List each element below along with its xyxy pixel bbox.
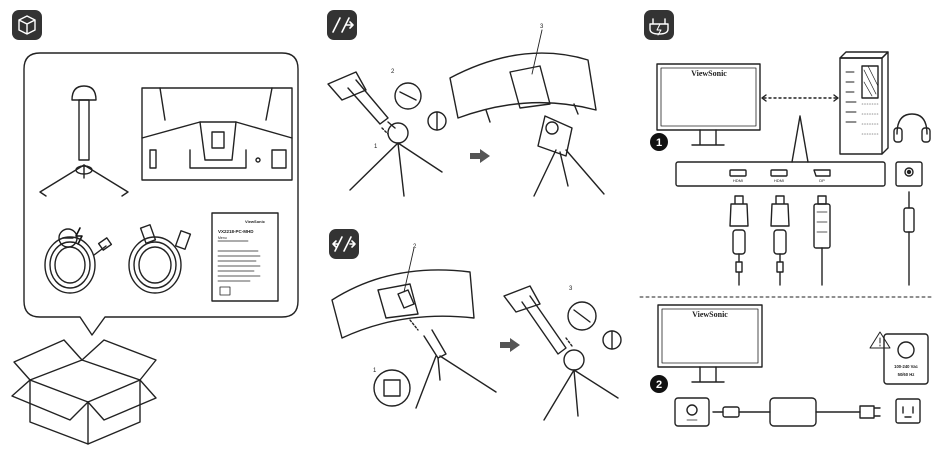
- power-monitor-front: [657, 304, 763, 383]
- connect-dashed-link: [761, 94, 839, 102]
- power-adapter-illustration: [674, 397, 881, 427]
- remove-step-3-label: 3: [569, 286, 573, 292]
- remove-step-2-label: 2: [413, 244, 417, 250]
- monitor-back-illustration: [141, 87, 293, 181]
- stand-illustration: [39, 85, 129, 197]
- headphones-illustration: [893, 113, 931, 143]
- port-label-dp: DP: [819, 178, 825, 183]
- contents-callout: [23, 52, 299, 336]
- power-plug-icon: [644, 10, 674, 40]
- open-box-illustration: [11, 339, 157, 445]
- power-spec-card: [869, 331, 929, 385]
- monitor-brand-bottom: ViewSonic: [692, 310, 728, 319]
- step-badge-1: 1: [650, 133, 668, 151]
- monitor-brand-top: ViewSonic: [691, 69, 727, 78]
- package-icon: [12, 10, 42, 40]
- install-step-monitor: [449, 29, 605, 197]
- port-label-hdmi-1: HDMI: [733, 178, 743, 183]
- pc-tower-illustration: [839, 51, 889, 155]
- dp-cable: [813, 195, 831, 286]
- install-stand-icon: [327, 10, 357, 40]
- install-step-3-label: 3: [540, 24, 544, 30]
- connect-bracket: [791, 115, 809, 163]
- hdmi-cable-2: [770, 195, 790, 286]
- hdmi-cable-illustration: [128, 224, 192, 294]
- power-spec-line-2: 50/60 Hz: [898, 372, 915, 377]
- install-step-2-label: 2: [391, 69, 395, 75]
- io-port-panel: [675, 161, 886, 187]
- remove-step-1-label: 1: [373, 368, 377, 374]
- remove-arrow: [500, 338, 520, 352]
- step-badge-2: 2: [650, 375, 668, 393]
- hdmi-cable-1: [729, 195, 749, 286]
- manual-model: VX2218-PC-MHD: [218, 229, 254, 234]
- user-guide-illustration: [211, 212, 279, 302]
- audio-cable: [903, 191, 915, 286]
- manual-brand: ViewSonic: [245, 219, 266, 224]
- remove-step-monitor: [331, 247, 497, 409]
- audio-port-panel: [895, 161, 923, 187]
- manual-title: Menu: [218, 236, 227, 240]
- install-step-stand-neck: [327, 71, 447, 197]
- remove-step-stand: [503, 285, 622, 421]
- step-badge-2-text: 2: [656, 379, 662, 391]
- power-spec-line-1: 100-240 Vac: [894, 364, 918, 369]
- remove-stand-icon: [329, 229, 359, 259]
- step-badge-1-text: 1: [656, 137, 662, 149]
- install-step-1-label: 1: [374, 144, 378, 150]
- connect-monitor-front: [656, 63, 761, 146]
- install-arrow: [470, 149, 490, 163]
- power-outlet-illustration: [895, 398, 921, 424]
- port-label-hdmi-2: HDMI: [774, 178, 784, 183]
- power-cable-illustration: [44, 227, 113, 294]
